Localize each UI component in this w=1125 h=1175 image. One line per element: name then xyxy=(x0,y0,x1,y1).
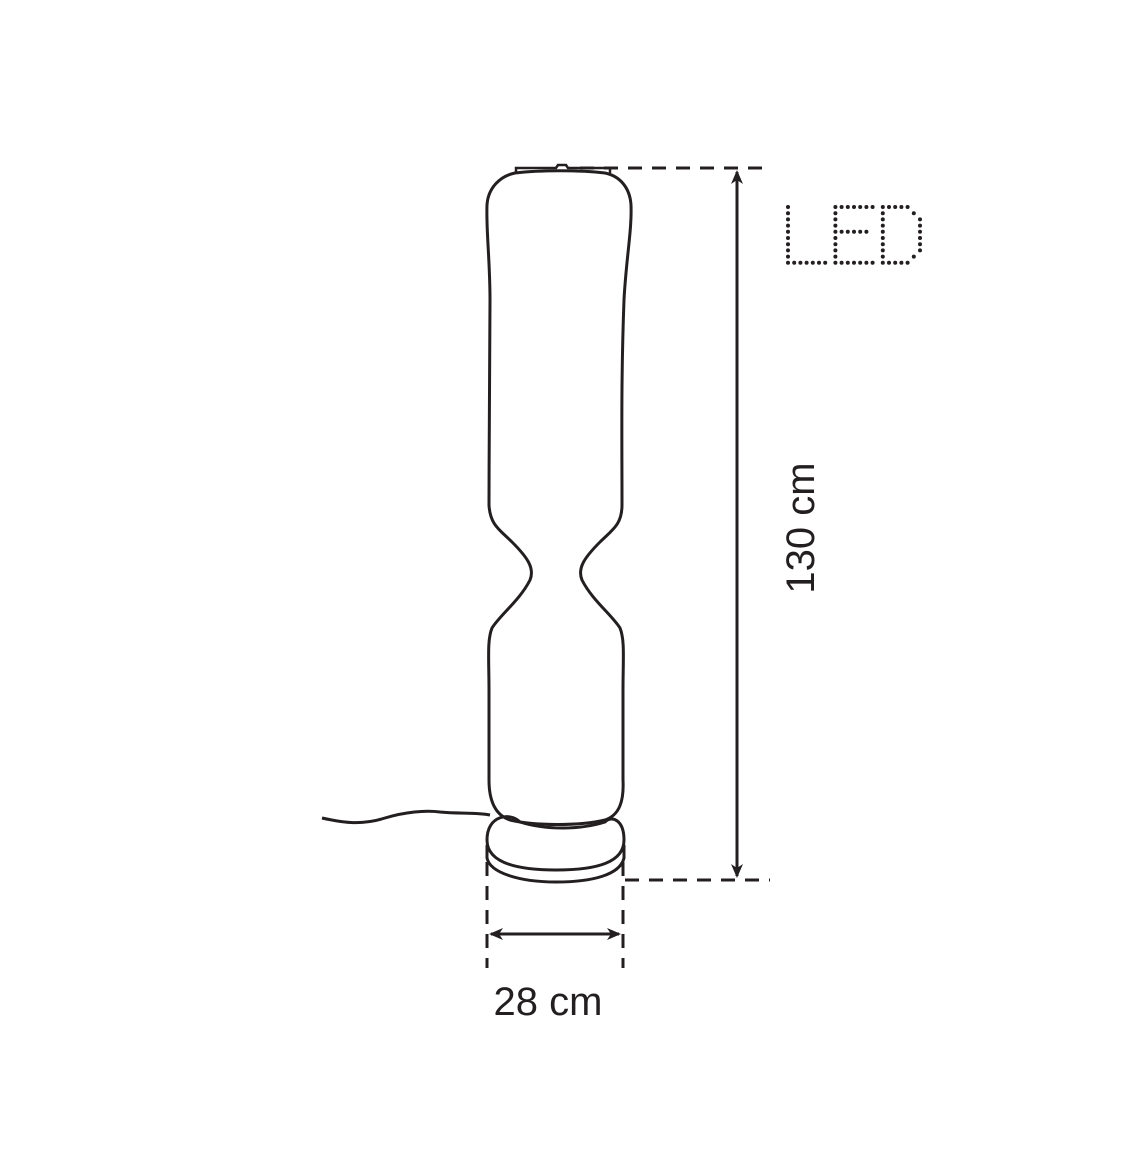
lamp-base-upper xyxy=(485,815,626,872)
led-dot xyxy=(880,211,885,216)
led-dot xyxy=(858,205,863,209)
led-dot xyxy=(833,260,838,265)
led-dot xyxy=(880,260,885,265)
led-dot xyxy=(893,205,898,209)
led-dot xyxy=(833,217,838,222)
led-dot xyxy=(833,205,838,209)
width-label: 28 cm xyxy=(494,980,603,1024)
led-dot xyxy=(786,217,790,222)
led-badge xyxy=(786,205,922,265)
lamp-base-lower xyxy=(485,845,626,884)
led-dot xyxy=(839,260,844,265)
led-dot xyxy=(880,236,885,240)
led-dot xyxy=(786,260,790,265)
led-dot xyxy=(833,248,838,253)
led-dot xyxy=(918,223,922,228)
led-dot xyxy=(852,205,856,209)
led-dot xyxy=(918,248,922,253)
led-dot xyxy=(880,205,885,209)
led-dot xyxy=(845,205,850,209)
led-dot xyxy=(786,211,790,216)
led-dot xyxy=(887,205,891,209)
power-cable xyxy=(321,809,491,825)
led-dot xyxy=(905,260,910,265)
led-dot xyxy=(786,254,790,259)
led-dot xyxy=(899,260,904,265)
led-dot xyxy=(792,260,797,265)
led-dot xyxy=(858,260,863,265)
led-dot xyxy=(887,260,891,265)
led-dot xyxy=(911,254,916,259)
led-dot xyxy=(893,260,898,265)
led-dot xyxy=(810,260,815,265)
led-dot xyxy=(833,242,838,247)
led-dot xyxy=(911,211,916,216)
led-dot xyxy=(918,229,922,234)
led-dot xyxy=(852,260,856,265)
height-label: 130 cm xyxy=(779,462,823,593)
led-dot xyxy=(880,223,885,228)
led-dot xyxy=(833,211,838,216)
led-dot xyxy=(798,260,803,265)
led-dot xyxy=(839,229,844,234)
led-dot xyxy=(786,236,790,240)
led-dot xyxy=(880,254,885,259)
led-dot xyxy=(833,254,838,259)
led-dot xyxy=(833,236,838,240)
led-dot xyxy=(839,205,844,209)
led-dot xyxy=(833,223,838,228)
led-dot xyxy=(817,260,821,265)
led-dot xyxy=(864,260,869,265)
led-dot xyxy=(880,229,885,234)
led-dot xyxy=(918,242,922,247)
led-dot xyxy=(786,242,790,247)
led-dot xyxy=(870,260,875,265)
lamp-body-outline xyxy=(485,169,633,826)
led-dot xyxy=(870,205,875,209)
led-dot xyxy=(833,229,838,234)
led-dot xyxy=(845,229,850,234)
lamp-top-cap xyxy=(514,163,612,173)
led-dot xyxy=(858,229,863,234)
led-dot xyxy=(786,248,790,253)
led-dot xyxy=(823,260,828,265)
led-dot xyxy=(880,248,885,253)
led-dot xyxy=(864,205,869,209)
led-dot xyxy=(918,236,922,240)
led-dot xyxy=(786,205,790,209)
led-dot xyxy=(804,260,809,265)
led-dot xyxy=(845,260,850,265)
led-dot xyxy=(880,217,885,222)
led-dot xyxy=(899,205,904,209)
led-dot xyxy=(864,229,869,234)
led-dot xyxy=(786,223,790,228)
led-dot xyxy=(786,229,790,234)
led-dot xyxy=(852,229,856,234)
led-dot xyxy=(880,242,885,247)
led-dot xyxy=(918,217,922,222)
led-dot xyxy=(905,205,910,209)
